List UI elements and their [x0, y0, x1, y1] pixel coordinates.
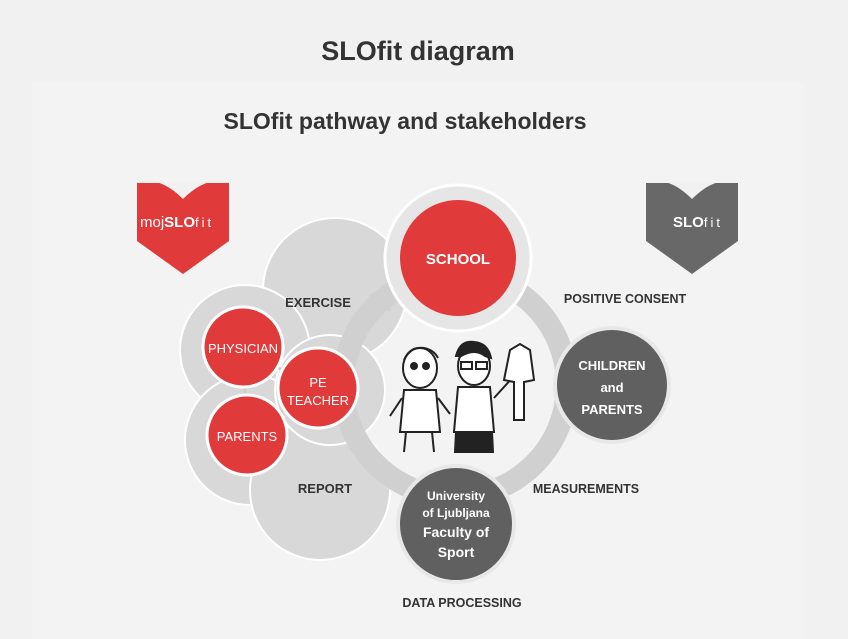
- parents-node: [205, 393, 289, 477]
- pe-teacher-label-line1: PE: [309, 375, 327, 390]
- children-parents-line2: and: [600, 380, 623, 395]
- label-measurements: MEASUREMENTS: [533, 482, 639, 496]
- label-positive-consent: POSITIVE CONSENT: [564, 292, 687, 306]
- page-title: SLOfit diagram: [321, 36, 515, 66]
- logo-right-bold: SLO: [673, 214, 704, 231]
- pe-teacher-label-line2: TEACHER: [287, 393, 349, 408]
- label-exercise: EXERCISE: [285, 295, 351, 310]
- children-drawing: [389, 340, 536, 453]
- pe-teacher-node: [276, 346, 360, 430]
- logo-left-post: fit: [195, 215, 214, 230]
- cycle-arrow-icon: [368, 283, 395, 312]
- children-parents-node: [553, 326, 671, 444]
- svg-text:SLOfit: SLOfit: [673, 214, 723, 231]
- university-line3: Faculty of: [423, 524, 489, 540]
- logo-left-pre: moj: [140, 214, 164, 231]
- label-report: REPORT: [298, 481, 352, 496]
- university-line1: University: [427, 489, 485, 503]
- mojslofit-logo: mojSLOfit: [137, 181, 229, 274]
- logo-right-post: fit: [704, 215, 723, 230]
- university-line4: Sport: [438, 544, 475, 560]
- school-node: [400, 200, 516, 316]
- svg-text:mojSLOfit: mojSLOfit: [140, 214, 214, 231]
- parents-label: PARENTS: [217, 429, 278, 444]
- label-data-processing: DATA PROCESSING: [402, 596, 521, 610]
- slofit-logo: SLOfit: [646, 181, 738, 274]
- diagram-subtitle: SLOfit pathway and stakeholders: [224, 108, 587, 134]
- physician-label: PHYSICIAN: [208, 341, 278, 356]
- logo-left-bold: SLO: [164, 214, 195, 231]
- university-line2: of Ljubljana: [422, 506, 490, 520]
- physician-node: [201, 305, 285, 389]
- children-parents-line3: PARENTS: [581, 402, 642, 417]
- university-node: [396, 464, 516, 584]
- children-parents-line1: CHILDREN: [578, 358, 645, 373]
- school-label: SCHOOL: [426, 251, 490, 268]
